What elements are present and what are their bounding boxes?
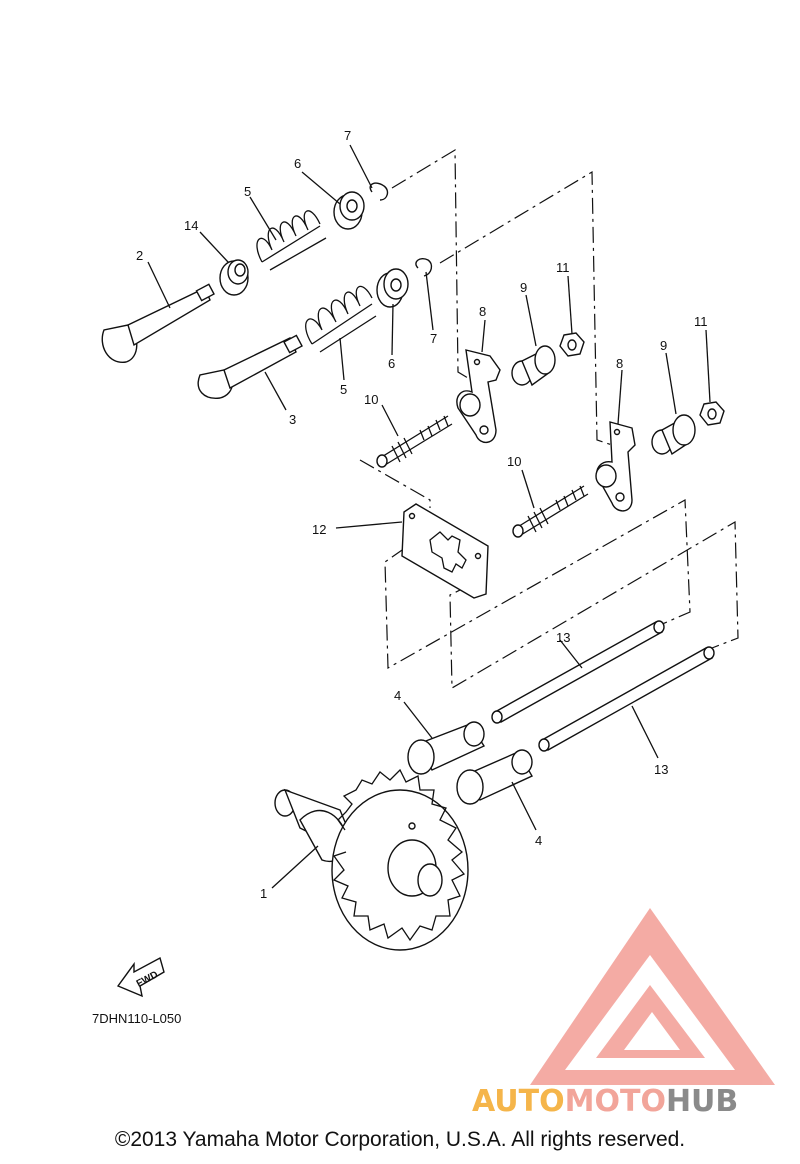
watermark-moto: MOTO — [565, 1084, 666, 1119]
callout-11-upper: 11 — [556, 260, 570, 275]
callout-6-upper: 6 — [294, 156, 301, 171]
spring-retainer-upper — [333, 191, 365, 230]
stud-bolt-upper — [376, 415, 453, 468]
tappet-lower — [456, 749, 533, 805]
callout-12: 12 — [312, 522, 326, 537]
nut-lower — [699, 401, 725, 426]
tappet-upper — [407, 721, 486, 775]
callout-5-lower: 5 — [340, 382, 347, 397]
valve-spring-lower — [305, 285, 377, 353]
rocker-arm-lower — [595, 421, 636, 512]
watermark-hub: HUB — [666, 1084, 738, 1119]
watermark-text: AUTOMOTOHUB — [472, 1084, 738, 1119]
valve-spring-upper — [256, 210, 327, 271]
valve-cotter-upper — [369, 182, 389, 201]
callout-10-lower: 10 — [507, 454, 521, 469]
pivot-upper — [511, 345, 556, 387]
stud-bolt-lower — [512, 485, 589, 538]
valve-stem-seal — [219, 259, 249, 296]
callout-8-upper: 8 — [479, 304, 486, 319]
spring-retainer-lower — [376, 268, 409, 308]
copyright-notice: ©2013 Yamaha Motor Corporation, U.S.A. A… — [114, 1128, 686, 1151]
callout-7-lower: 7 — [430, 331, 437, 346]
camshaft-gear — [274, 768, 469, 951]
diagram-code: 7DHN110-L050 — [92, 1011, 181, 1026]
callout-10-upper: 10 — [364, 392, 378, 407]
pivot-lower — [651, 414, 696, 456]
leader-lines — [147, 144, 711, 889]
callout-2: 2 — [136, 248, 143, 263]
watermark-auto: AUTO — [472, 1084, 565, 1119]
valve-cotter-lower — [415, 258, 433, 277]
push-rod-lower — [538, 646, 715, 752]
callout-13-lower: 13 — [654, 762, 668, 777]
callout-9-upper: 9 — [520, 280, 527, 295]
callout-4-lower: 4 — [535, 833, 542, 848]
callout-5-upper: 5 — [244, 184, 251, 199]
callout-6-lower: 6 — [388, 356, 395, 371]
callout-7-upper: 7 — [344, 128, 351, 143]
callout-11-lower: 11 — [694, 314, 708, 329]
valve-upper — [101, 283, 215, 363]
watermark-logo — [530, 908, 775, 1085]
callout-8-lower: 8 — [616, 356, 623, 371]
callout-14: 14 — [184, 218, 198, 233]
nut-upper — [559, 332, 585, 357]
push-rod-upper — [491, 620, 665, 724]
callout-3: 3 — [289, 412, 296, 427]
callout-13-upper: 13 — [556, 630, 570, 645]
callout-1: 1 — [260, 886, 267, 901]
fwd-arrow-icon: FWD — [116, 956, 165, 998]
valve-lower — [197, 334, 303, 399]
callout-4-upper: 4 — [394, 688, 401, 703]
callout-9-lower: 9 — [660, 338, 667, 353]
callout-labels: 1 2 3 4 4 5 5 6 6 7 7 8 8 9 9 10 10 11 1… — [136, 128, 708, 901]
rocker-arm-upper — [456, 349, 501, 443]
guide-plate — [401, 503, 489, 599]
assembly-lines — [359, 148, 739, 690]
